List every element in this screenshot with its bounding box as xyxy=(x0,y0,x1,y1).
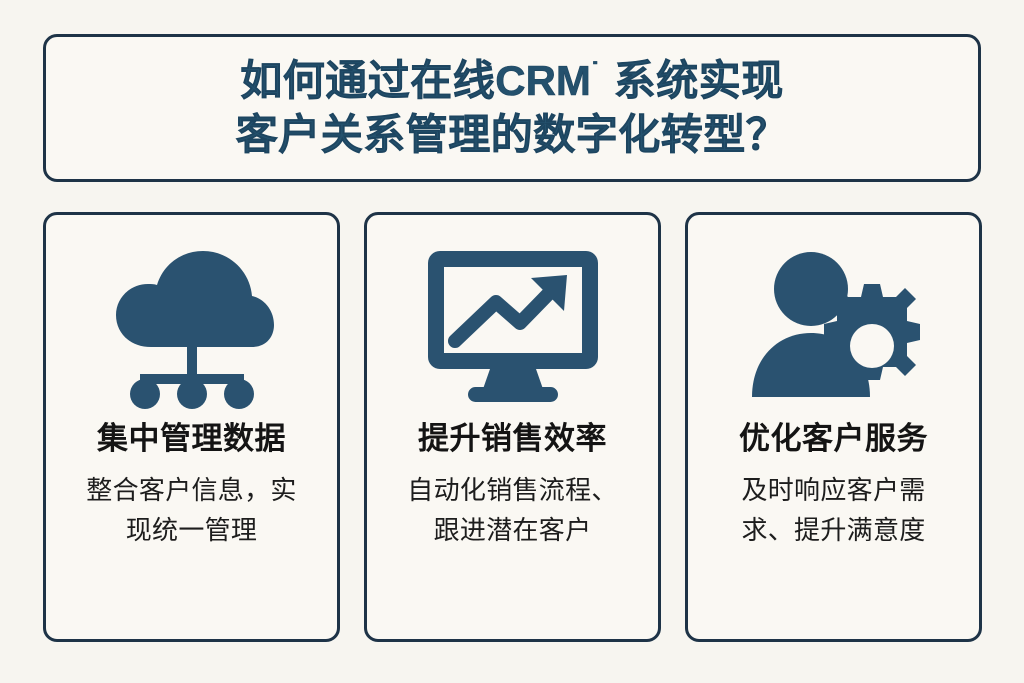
card-body: 自动化销售流程、跟进潜在客户 xyxy=(407,475,618,545)
card-centralized-data[interactable]: 集中管理数据 整合客户信息，实现统一管理 xyxy=(43,212,340,642)
title-tick-mark: ˙ xyxy=(590,56,602,86)
cloud-network-icon xyxy=(106,237,278,412)
title-line-2: 客户关系管理的数字化转型？ xyxy=(235,111,789,159)
card-row: 集中管理数据 整合客户信息，实现统一管理 xyxy=(43,212,982,642)
card-sales-efficiency[interactable]: 提升销售效率 自动化销售流程、跟进潜在客户 xyxy=(364,212,661,642)
user-gear-icon xyxy=(748,237,920,412)
card-title: 优化客户服务 xyxy=(739,421,928,456)
card-title: 集中管理数据 xyxy=(97,421,286,456)
card-body: 整合客户信息，实现统一管理 xyxy=(86,475,297,545)
title-line1-prefix: 如何通过在线 xyxy=(240,57,496,105)
title-line-1: 如何通过在线CRM˙ 系统实现 xyxy=(240,54,784,108)
title-crm-label: CRM xyxy=(495,57,591,105)
card-customer-service[interactable]: 优化客户服务 及时响应客户需求、提升满意度 xyxy=(685,212,982,642)
card-body: 及时响应客户需求、提升满意度 xyxy=(741,475,926,545)
title-line1-suffix: 系统实现 xyxy=(613,57,784,105)
card-title: 提升销售效率 xyxy=(418,421,607,456)
monitor-growth-chart-icon xyxy=(427,237,598,412)
title-banner: 如何通过在线CRM˙ 系统实现 客户关系管理的数字化转型？ xyxy=(43,34,981,182)
